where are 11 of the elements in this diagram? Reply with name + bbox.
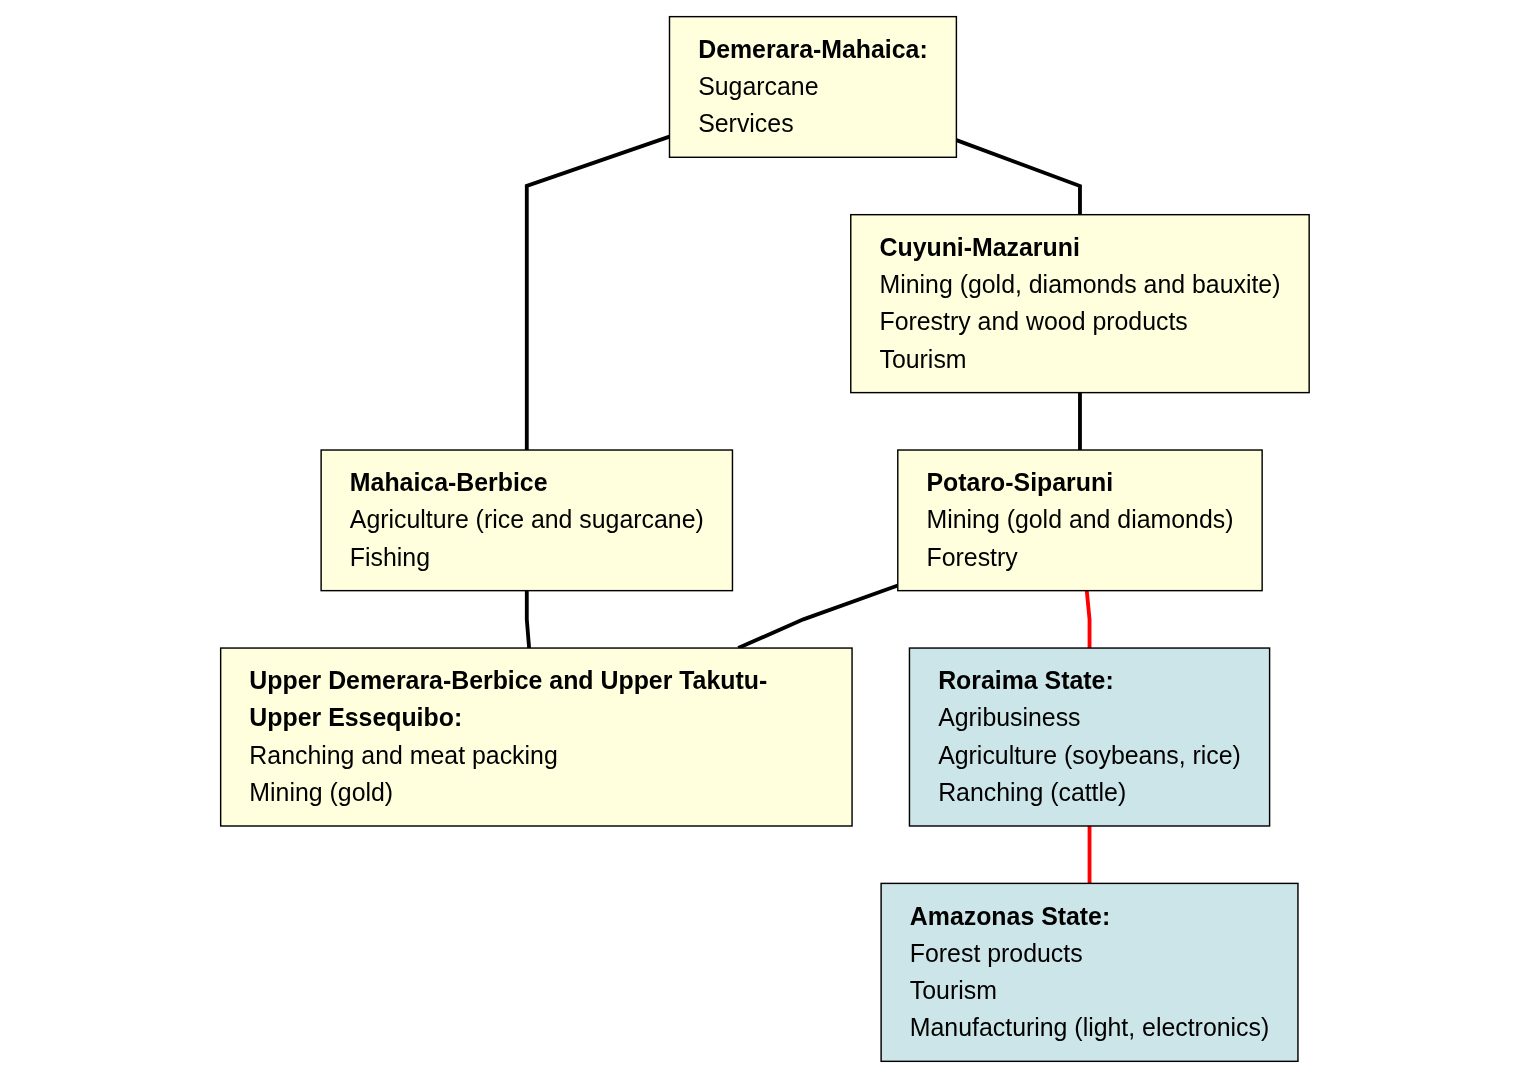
node-box: Upper Demerara-Berbice and Upper Takutu-Upper Essequibo: Ranching and meat packing Mining (gold) [220, 646, 853, 827]
connector [1078, 392, 1082, 450]
node-box: Roraima State: Agribusiness Agriculture (soybeans, rice) Ranching (cattle) [908, 646, 1271, 827]
connector [1084, 589, 1092, 648]
node-box: Potaro-Siparuni Mining (gold and diamonds) Forestry [897, 448, 1263, 591]
connector [1087, 825, 1092, 883]
node-box: Amazonas State: Forest products Tourism Manufacturing (light, electronics) [880, 882, 1299, 1062]
node-box: Demerara-Mahaica: Sugarcane Services [668, 15, 958, 158]
connector [524, 590, 532, 648]
node-box: Cuyuni-Mazaruni Mining (gold, diamonds and bauxite) Forestry and wood products Tourism [850, 213, 1310, 393]
node-box: Mahaica-Berbice Agriculture (rice and sugarcane) Fishing [320, 448, 734, 591]
